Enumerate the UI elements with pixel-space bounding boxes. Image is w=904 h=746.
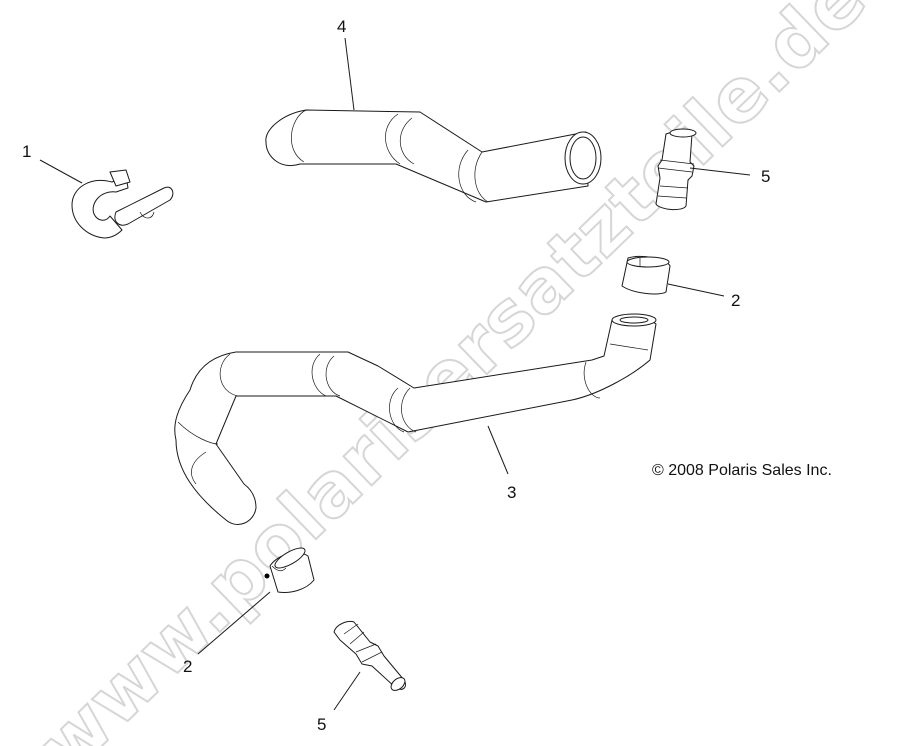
leader-5b — [333, 671, 361, 711]
callout-4: 4 — [337, 17, 347, 36]
callout-5-upper: 5 — [761, 167, 771, 186]
callout-2-right: 2 — [731, 291, 741, 310]
leader-4 — [344, 37, 355, 111]
part-3-hose[interactable] — [174, 313, 657, 525]
part-5-fitting-bottom[interactable] — [333, 621, 407, 692]
part-5-fitting-upper[interactable] — [655, 128, 697, 211]
part-1-clip[interactable] — [71, 169, 174, 239]
callout-5-bottom: 5 — [317, 715, 327, 734]
leader-2b — [197, 591, 271, 655]
leader-5a — [689, 167, 751, 176]
part-2-sleeve-right[interactable] — [621, 255, 671, 295]
part-4-hose[interactable] — [265, 109, 602, 203]
leader-3 — [487, 425, 509, 475]
leader-1 — [39, 159, 83, 184]
callout-3: 3 — [507, 483, 517, 502]
callout-2-lower: 2 — [183, 657, 193, 676]
copyright-notice: © 2008 Polaris Sales Inc. — [652, 462, 832, 479]
callout-1: 1 — [22, 142, 32, 161]
part-2-sleeve-lower[interactable] — [264, 544, 315, 593]
leader-2a — [667, 283, 725, 297]
